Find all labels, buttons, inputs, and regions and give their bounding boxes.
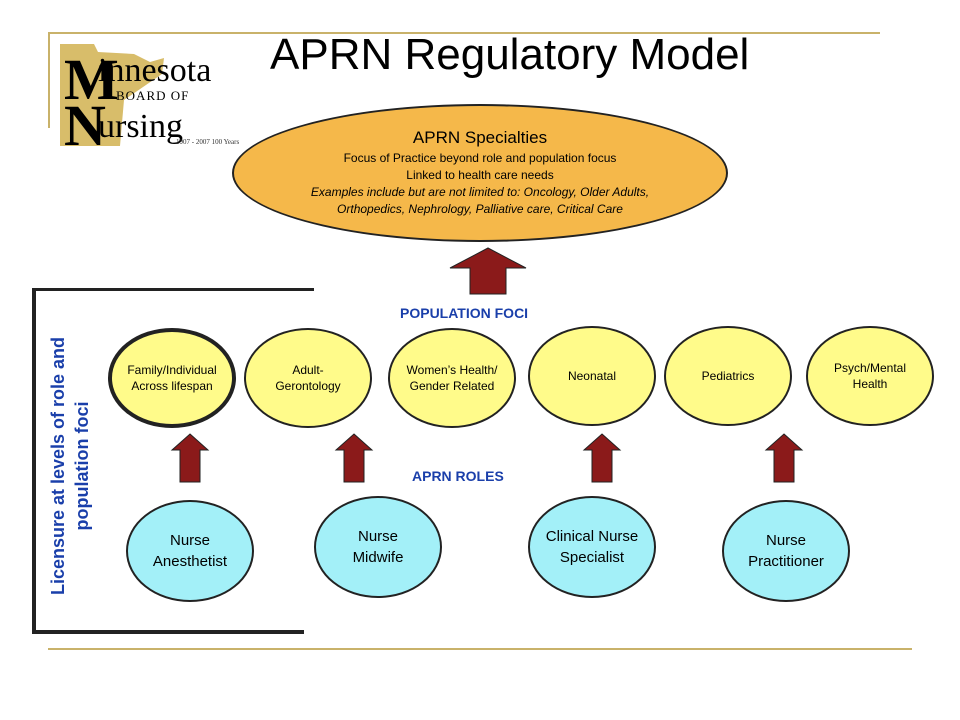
population-neonatal: Neonatal	[528, 326, 656, 426]
specialties-line-3: Examples include but are not limited to:…	[310, 185, 650, 199]
specialties-heading: APRN Specialties	[412, 128, 548, 147]
licensure-bracket-bottom	[32, 630, 304, 634]
specialties-line-2: Linked to health care needs	[406, 168, 554, 182]
licensure-caption-line-2: population foci	[72, 401, 92, 531]
population-line-2: Health	[852, 377, 888, 391]
population-adult-gerontology: Adult- Gerontology	[244, 328, 372, 428]
clinical-nurse-specialist-arrow	[582, 432, 622, 489]
population-foci-label: POPULATION FOCI	[400, 305, 529, 321]
role-nurse-midwife: Nurse Midwife	[314, 496, 442, 598]
population-line-1: Pediatrics	[701, 369, 755, 383]
midwife-arrow	[334, 432, 374, 489]
aprn-roles-label: APRN ROLES	[412, 468, 504, 484]
population-line-1: Women’s Health/	[406, 363, 498, 377]
population-womens-health: Women’s Health/ Gender Related	[388, 328, 516, 428]
role-line-2: Specialist	[559, 549, 625, 566]
practitioner-arrow	[764, 432, 804, 489]
licensure-caption: Licensure at levels of role and populati…	[46, 286, 94, 646]
population-line-1: Family/Individual	[127, 363, 217, 377]
licensure-bracket	[32, 288, 304, 634]
population-to-specialty-arrow	[448, 246, 528, 301]
population-line-2: Gender Related	[409, 379, 495, 393]
role-line-1: Nurse	[357, 528, 398, 545]
logo-word-innesota: innesota	[98, 52, 212, 89]
specialties-line-4: Orthopedics, Nephrology, Palliative care…	[337, 202, 623, 216]
minnesota-map-icon	[60, 44, 164, 146]
role-line-1: Nurse	[169, 532, 210, 549]
specialties-line-1: Focus of Practice beyond role and popula…	[343, 151, 617, 165]
frame-left-rule	[48, 32, 50, 128]
logo-board-of: BOARD OF	[116, 88, 190, 103]
population-line-1: Adult-	[292, 363, 324, 377]
logo-initial-n: N	[64, 93, 106, 158]
role-nurse-anesthetist: Nurse Anesthetist	[126, 500, 254, 602]
specialties-ellipse: APRN Specialties Focus of Practice beyon…	[232, 104, 728, 242]
frame-top-rule	[48, 32, 880, 34]
logo-years: 1907 - 2007 100 Years	[176, 138, 240, 146]
logo-word-ursing: ursing	[98, 108, 183, 145]
role-nurse-practitioner: Nurse Practitioner	[722, 500, 850, 602]
logo-initial-m: M	[64, 47, 119, 112]
role-line-2: Midwife	[352, 549, 404, 566]
licensure-caption-line-1: Licensure at levels of role and	[48, 336, 68, 596]
role-line-1: Nurse	[765, 532, 806, 549]
minnesota-board-of-nursing-logo: M innesota BOARD OF N ursing 1907 - 2007…	[54, 40, 274, 158]
role-line-2: Anesthetist	[152, 553, 228, 570]
population-psych-mental-health: Psych/Mental Health	[806, 326, 934, 426]
role-clinical-nurse-specialist: Clinical Nurse Specialist	[528, 496, 656, 598]
frame-bottom-rule	[48, 648, 912, 650]
population-line-1: Neonatal	[567, 369, 617, 383]
population-line-2: Gerontology	[275, 379, 341, 393]
page-title: APRN Regulatory Model	[270, 30, 750, 79]
licensure-bracket-top	[32, 288, 314, 291]
population-family-individual: Family/Individual Across lifespan	[108, 328, 236, 428]
population-line-1: Psych/Mental	[833, 361, 907, 375]
role-line-1: Clinical Nurse	[545, 528, 639, 545]
role-line-2: Practitioner	[748, 553, 824, 570]
population-pediatrics: Pediatrics	[664, 326, 792, 426]
population-line-2: Across lifespan	[131, 379, 213, 393]
anesthetist-arrow	[170, 432, 210, 489]
